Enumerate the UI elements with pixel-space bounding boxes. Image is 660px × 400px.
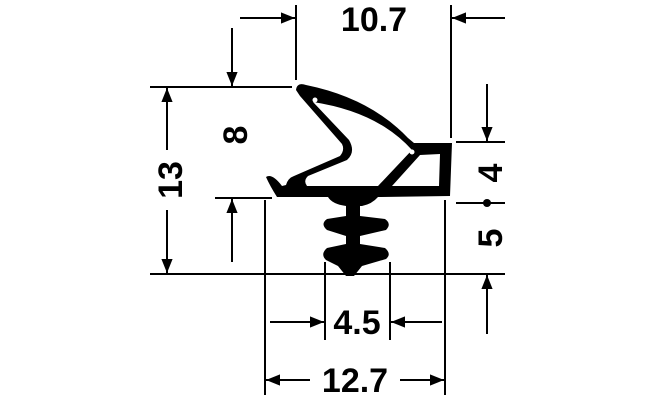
dim-label-8: 8: [217, 126, 255, 145]
dimension-stem-width: 4.5: [270, 304, 442, 342]
dim-label-10-7: 10.7: [341, 1, 407, 39]
dim-label-5: 5: [472, 229, 510, 248]
extension-lines: [150, 5, 505, 395]
dim-label-13: 13: [152, 161, 190, 199]
dimension-right: 4 5: [472, 84, 510, 334]
dimension-total-height: 13: [152, 88, 190, 273]
dimension-upper-height: 8: [217, 28, 255, 262]
dimension-top-width: 10.7: [240, 1, 505, 39]
dim-label-4-5: 4.5: [333, 304, 380, 342]
seal-profile: [266, 84, 452, 276]
dim-label-4: 4: [472, 163, 510, 182]
dim-label-12-7: 12.7: [322, 362, 388, 400]
dimension-base-width: 12.7: [266, 362, 444, 400]
